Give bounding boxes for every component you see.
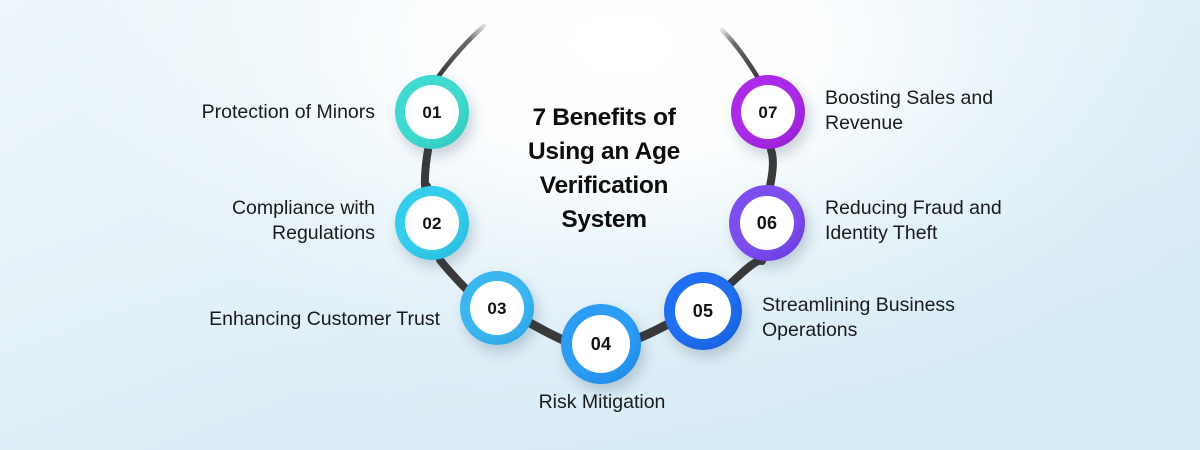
step-node-face: 07: [741, 85, 795, 139]
page-title: 7 Benefits of Using an Age Verification …: [527, 104, 681, 233]
step-number: 07: [758, 102, 778, 122]
step-label-05: Streamlining Business Operations: [762, 294, 955, 341]
step-node-07[interactable]: 07: [731, 75, 805, 149]
step-node-face: 01: [405, 85, 459, 139]
step-node-05[interactable]: 05: [664, 272, 742, 350]
step-label-04: Risk Mitigation: [538, 391, 666, 413]
tail-end-07: [719, 27, 761, 81]
tail-start-01: [435, 23, 487, 80]
arc-05-06: [726, 256, 766, 288]
arc-01-02: [420, 146, 432, 193]
step-node-face: 06: [740, 196, 794, 250]
step-node-04[interactable]: 04: [561, 304, 641, 384]
step-number: 02: [422, 213, 442, 233]
step-number: 05: [692, 301, 714, 321]
arc-tails: [435, 23, 761, 81]
step-node-06[interactable]: 06: [729, 185, 805, 261]
step-label-07: Boosting Sales and Revenue: [825, 87, 994, 134]
step-node-face: 02: [405, 196, 459, 250]
step-number: 06: [756, 213, 778, 233]
step-label-01: Protection of Minors: [201, 101, 375, 123]
step-number: 03: [487, 298, 507, 318]
step-label-03: Enhancing Customer Trust: [209, 308, 440, 330]
step-node-02[interactable]: 02: [395, 186, 469, 260]
step-label-02: Compliance with Regulations: [231, 197, 375, 244]
step-node-face: 03: [470, 281, 524, 335]
step-number: 01: [422, 102, 442, 122]
step-node-face: 05: [675, 283, 731, 339]
arc-06-07: [766, 146, 777, 190]
step-node-03[interactable]: 03: [460, 271, 534, 345]
step-number: 04: [590, 334, 612, 354]
step-node-01[interactable]: 01: [395, 75, 469, 149]
step-node-face: 04: [572, 315, 630, 373]
step-label-06: Reducing Fraud and Identity Theft: [825, 197, 1002, 244]
